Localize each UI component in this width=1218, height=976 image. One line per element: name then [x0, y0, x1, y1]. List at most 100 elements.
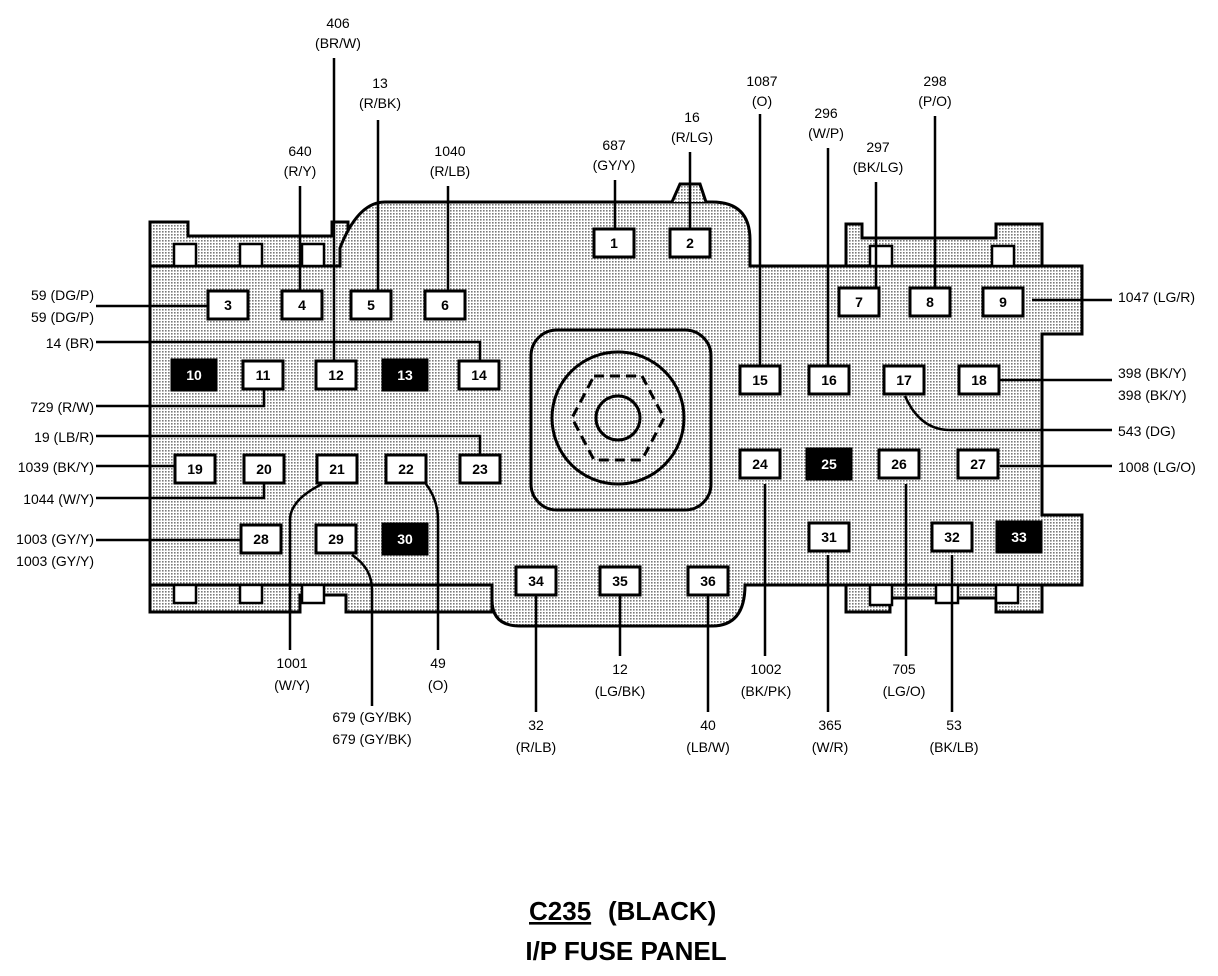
- wire-label-705: 705: [892, 661, 916, 677]
- cavity-32: 32: [930, 521, 974, 553]
- cavity-box: [381, 358, 429, 392]
- cavity-box: [957, 364, 1001, 396]
- cavity-15: 15: [738, 364, 782, 396]
- cavity-box: [206, 289, 250, 321]
- wire-label-53: 53: [946, 717, 962, 733]
- wire-label-53-color: (BK/LB): [929, 739, 978, 755]
- cavity-box: [738, 364, 782, 396]
- cavity-number: 30: [397, 531, 413, 547]
- cavity-box: [315, 453, 359, 485]
- wire-label-1044: 1044 (W/Y): [23, 491, 94, 507]
- cavity-box: [738, 448, 782, 480]
- wire-label-398: 398 (BK/Y): [1118, 365, 1186, 381]
- wire-label-16: 16: [684, 109, 700, 125]
- wire-label-298-color: (P/O): [918, 93, 951, 109]
- wire-label-1087: 1087: [746, 73, 777, 89]
- cavity-14: 14: [457, 359, 501, 391]
- cavity-12: 12: [314, 359, 358, 391]
- wire-label-406: 406: [326, 15, 350, 31]
- cavity-number: 28: [253, 531, 269, 547]
- cavity-5: 5: [349, 289, 393, 321]
- wire-label-12-color: (LG/BK): [595, 683, 646, 699]
- cavity-number: 7: [855, 294, 863, 310]
- wire-label-687-color: (GY/Y): [593, 157, 636, 173]
- cavity-box: [995, 520, 1043, 554]
- wire-label-406-color: (BR/W): [315, 35, 361, 51]
- hex-bolt-icon: [570, 374, 666, 462]
- cavity-number: 10: [186, 367, 202, 383]
- wire-label-32-color: (R/LB): [516, 739, 556, 755]
- cavity-20: 20: [242, 453, 286, 485]
- cavity-number: 20: [256, 461, 272, 477]
- cavity-number: 13: [397, 367, 413, 383]
- cavity-box: [981, 286, 1025, 318]
- cavity-18: 18: [957, 364, 1001, 396]
- cavity-box: [423, 289, 467, 321]
- cavity-number: 34: [528, 573, 544, 589]
- cavity-number: 29: [328, 531, 344, 547]
- wire-label-729: 729 (R/W): [30, 399, 94, 415]
- cavity-10: 10: [170, 358, 218, 392]
- wire-label-40: 40: [700, 717, 716, 733]
- left-latch-bottom: [148, 583, 494, 614]
- cavity-number: 23: [472, 461, 488, 477]
- cavity-number: 1: [610, 235, 618, 251]
- center-bolt-boss: [529, 328, 713, 512]
- cavity-3: 3: [206, 289, 250, 321]
- cavity-number: 24: [752, 456, 768, 472]
- wire-label-19: 19 (LB/R): [34, 429, 94, 445]
- cavity-23: 23: [458, 453, 502, 485]
- cavity-number: 3: [224, 297, 232, 313]
- cavity-box: [807, 521, 851, 553]
- wire-labels: 406 (BR/W) 13 (R/BK) 640 (R/Y) 1040 (R/L…: [16, 15, 1196, 755]
- cavity-29: 29: [314, 523, 358, 555]
- wire-label-1003: 1003 (GY/Y): [16, 531, 94, 547]
- wire-label-1040: 1040: [434, 143, 465, 159]
- cavity-number: 25: [821, 456, 837, 472]
- cavity-box: [908, 286, 952, 318]
- cavity-number: 16: [821, 372, 837, 388]
- diagram-title: C235 (BLACK) I/P FUSE PANEL: [525, 896, 726, 966]
- wire-label-1002: 1002: [750, 661, 781, 677]
- wire-label-705-color: (LG/O): [883, 683, 926, 699]
- cavity-box: [668, 227, 712, 259]
- wire-label-640: 640: [288, 143, 312, 159]
- cavity-27: 27: [956, 448, 1000, 480]
- cavity-number: 17: [896, 372, 912, 388]
- cavity-number: 31: [821, 529, 837, 545]
- wire-label-687: 687: [602, 137, 626, 153]
- wire-label-679: 679 (GY/BK): [332, 709, 411, 725]
- cavity-number: 11: [256, 367, 271, 383]
- cavity-25: 25: [805, 447, 853, 481]
- cavity-34: 34: [514, 565, 558, 597]
- wire-label-365: 365: [818, 717, 842, 733]
- wire-label-1047: 1047 (LG/R): [1118, 289, 1195, 305]
- wire-label-297: 297: [866, 139, 890, 155]
- cavity-box: [239, 523, 283, 555]
- cavity-35: 35: [598, 565, 642, 597]
- wire-label-296: 296: [814, 105, 838, 121]
- cavity-box: [514, 565, 558, 597]
- wire-label-59: 59 (DG/P): [31, 287, 94, 303]
- wire-label-13: 13: [372, 75, 388, 91]
- wire-label-296-color: (W/P): [808, 125, 844, 141]
- cavity-4: 4: [280, 289, 324, 321]
- wire-label-1039: 1039 (BK/Y): [18, 459, 94, 475]
- wire-label-14: 14 (BR): [46, 335, 94, 351]
- wire-label-1003-b: 1003 (GY/Y): [16, 553, 94, 569]
- wire-label-398-b: 398 (BK/Y): [1118, 387, 1186, 403]
- cavity-box: [314, 359, 358, 391]
- cavity-number: 19: [187, 461, 203, 477]
- cavity-box: [458, 453, 502, 485]
- cavity-box: [381, 522, 429, 556]
- cavity-number: 27: [970, 456, 986, 472]
- cavity-number: 36: [700, 573, 716, 589]
- cavity-number: 18: [971, 372, 987, 388]
- cavity-box: [457, 359, 501, 391]
- cavity-13: 13: [381, 358, 429, 392]
- cavity-box: [280, 289, 324, 321]
- cavity-30: 30: [381, 522, 429, 556]
- wire-label-1087-color: (O): [752, 93, 772, 109]
- wire-label-49-color: (O): [428, 677, 448, 693]
